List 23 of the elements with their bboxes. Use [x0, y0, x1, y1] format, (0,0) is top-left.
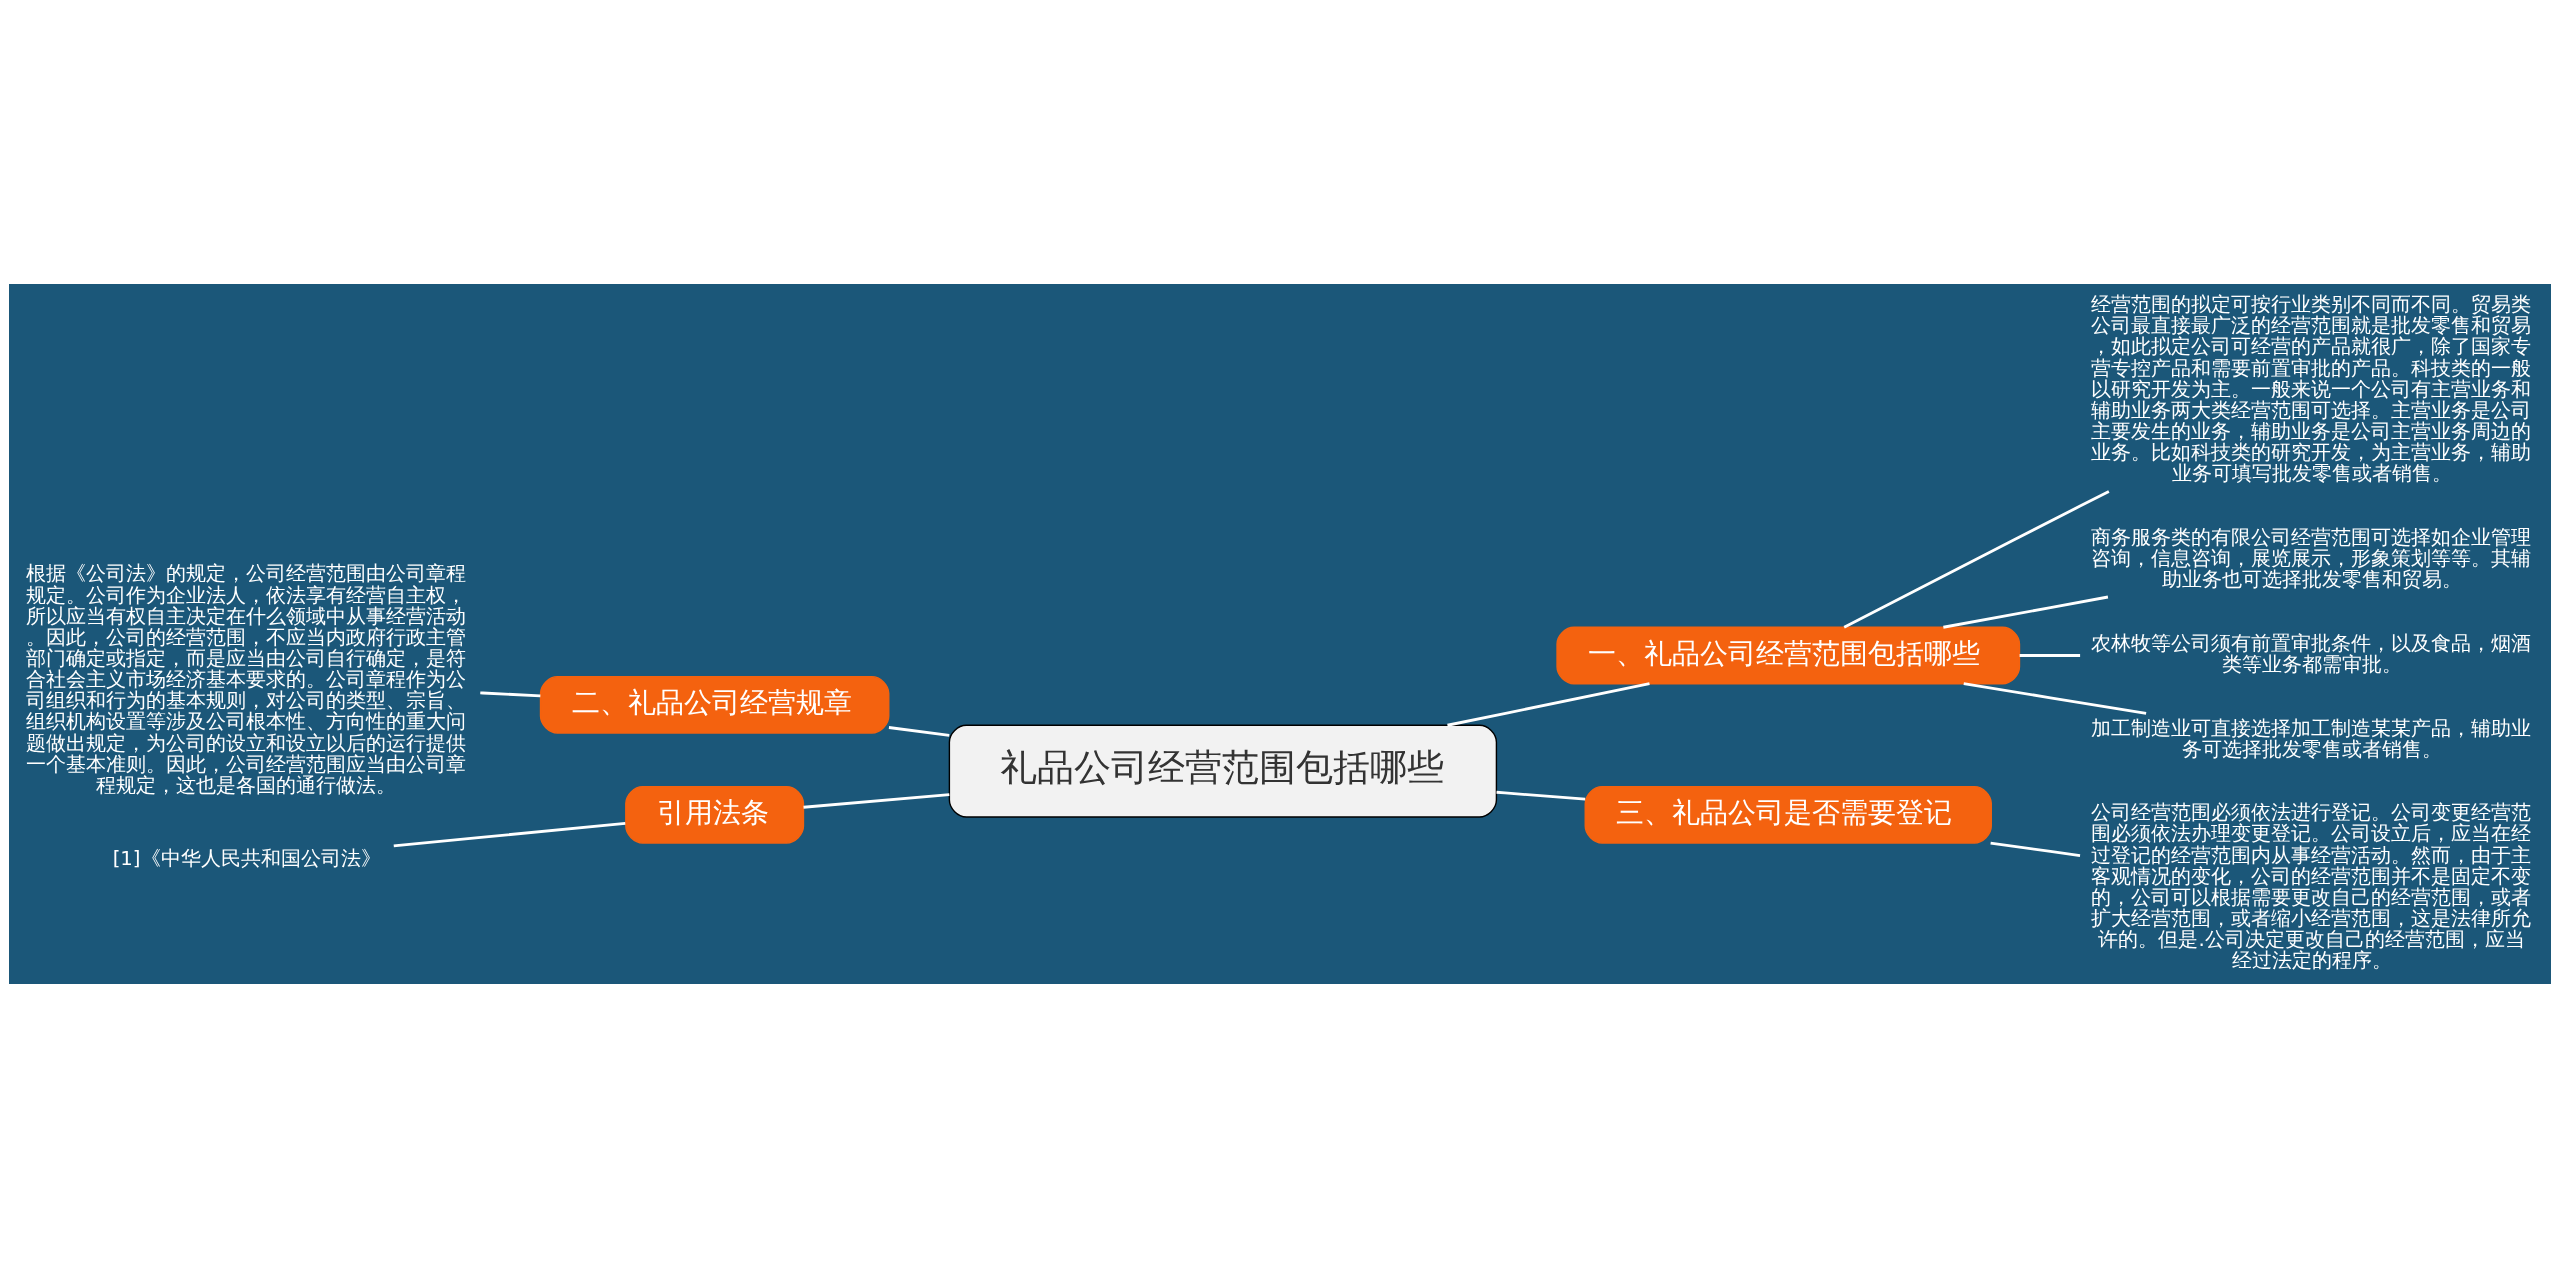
connector — [1496, 790, 1586, 801]
node-text: 加工制造业可直接选择加工制造某某产品，辅助业务可选择批发零售或者销售。 — [2091, 716, 2532, 761]
connector — [1963, 682, 2147, 715]
node-box: 引用法条 — [625, 785, 805, 844]
connector — [1447, 682, 1650, 727]
node-text: 商务服务类的有限公司经营范围可选择如企业管理咨询，信息咨询，展览展示，形象策划等等。其辅助业务也可选择批发零售和贸易。 — [2091, 525, 2532, 591]
node-text: 农林牧等公司须有前置审批条件，以及食品，烟酒类等业务都需审批。 — [2091, 632, 2532, 677]
connector — [1943, 595, 2109, 629]
connector — [2019, 654, 2081, 657]
node-box: 二、礼品公司经营规章 — [539, 675, 890, 734]
node-text: [1]《中华人民共和国公司法》 — [112, 847, 381, 871]
connector — [1990, 841, 2081, 858]
node-text: 根据《公司法》的规定，公司经营范围由公司章程规定。公司作为企业法人，依法享有经营自主权，所以应当有权自主决定在什么领域中从事经营活动。因此，公司的经营范围，不应当内政府行政主管部门确定或指定，而是应当由公司自行确定，是符合社会主义市场经济基本要求的。公司章程作为公司组织和行为的基本规则，对公司的类型、宗旨、组织机构设置等涉及公司根本性、方向性的重大问题做出规定，为公司的设立和设立以后的运行提供一个基本准则。因此，公司经营范围应当由公司章程规定，这也是各国的通行做法。 — [25, 562, 466, 797]
node-text: 经营范围的拟定可按行业类别不同而不同。贸易类公司最直接最广泛的经营范围就是批发零售和贸易，如此拟定公司可经营的产品就很广，除了国家专营专控产品和需要前置审批的产品。科技类的一般以研究开发为主。一般来说一个公司有主营业务和辅助业务两大类经营范围可选择。主营业务是公司主要发生的业务，辅助业务是公司主营业务周边的业务。比如科技类的研究开发，为主营业务，辅助业务可填写批发零售或者销售。 — [2091, 293, 2532, 486]
connector — [803, 793, 950, 809]
connector — [393, 821, 626, 848]
node-box: 礼品公司经营范围包括哪些 — [948, 724, 1498, 818]
node-box: 三、礼品公司是否需要登记 — [1584, 785, 1992, 844]
node-text: 公司经营范围必须依法进行登记。公司变更经营范围必须依法办理变更登记。公司设立后，应当在经过登记的经营范围内从事经营活动。然而，由于主客观情况的变化，公司的经营范围并不是固定不变的，公司可以根据需要更改自己的经营范围，或者扩大经营范围，或者缩小经营范围，这是法律所允许的。但是.公司决定更改自己的经营范围，应当经过法定的程序。 — [2091, 801, 2532, 973]
connector — [1843, 490, 2110, 629]
connector — [480, 691, 541, 698]
node-box: 一、礼品公司经营范围包括哪些 — [1556, 626, 2021, 685]
connector — [888, 726, 950, 737]
